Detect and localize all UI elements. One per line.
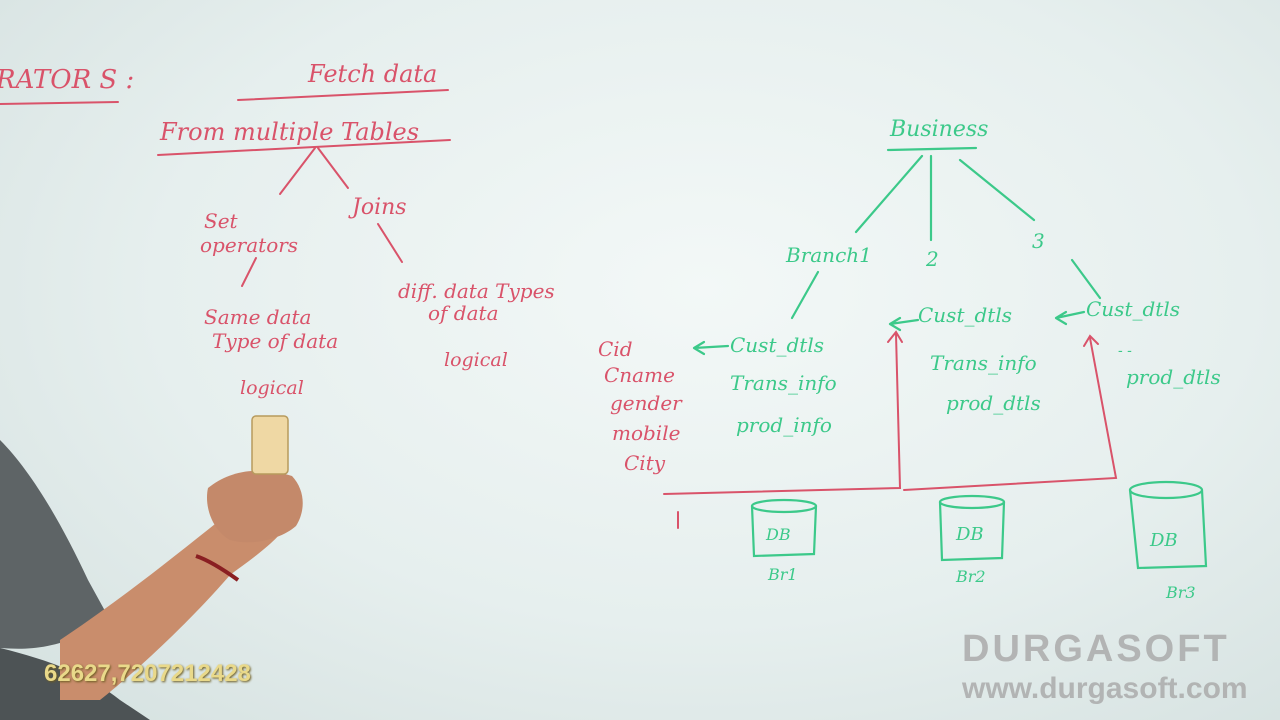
branch-line-set (279, 147, 316, 195)
branch-3-label: 3 (1032, 229, 1045, 253)
col3-item-1: Cust_dtls (1086, 297, 1180, 321)
col-cid: Cid (598, 337, 633, 361)
db-cylinder-3: DB Br3 (1128, 480, 1208, 602)
set-desc-line (241, 257, 257, 287)
joins-desc-2: of data (428, 301, 499, 325)
root-business: Business (889, 117, 988, 142)
col1-item-3: prod_info (736, 413, 832, 437)
left-diagram: RATOR S : Fetch data From multiple Table… (0, 60, 555, 399)
db-label-3: DB (1149, 530, 1178, 551)
heading-underline (0, 101, 119, 105)
set-label-1: Set (204, 209, 239, 233)
arrow-to-columns (692, 340, 730, 356)
col-gender: gender (610, 391, 683, 415)
set-label-2: operators (200, 233, 298, 257)
db-caption-1: Br1 (767, 565, 798, 584)
presenter-arm (60, 508, 290, 700)
joins-label: Joins (348, 195, 407, 220)
arrow-col2 (888, 316, 920, 332)
title-underline (157, 139, 451, 156)
branch1-down (790, 270, 820, 320)
col-city: City (624, 451, 666, 475)
heading-fragment: RATOR S : (0, 65, 134, 95)
boundary-1 (663, 333, 902, 495)
title-line2: From multiple Tables (159, 118, 419, 146)
col-cname: Cname (604, 363, 675, 387)
set-desc-1: Same data (204, 305, 311, 329)
branch-2-label: 2 (925, 247, 939, 271)
db-caption-2: Br2 (955, 567, 986, 586)
db-caption-3: Br3 (1165, 583, 1196, 602)
boundary-2-arrowhead (1083, 334, 1099, 347)
arrow-col3 (1054, 310, 1086, 326)
title-line1: Fetch data (307, 60, 437, 88)
duster (251, 415, 289, 475)
col1-item-2: Trans_info (730, 371, 837, 395)
db-label-2: DB (955, 524, 984, 545)
db-label-1: DB (765, 525, 791, 544)
title-divider (237, 89, 449, 101)
root-underline (886, 146, 978, 152)
col2-item-3: prod_dtls (946, 391, 1041, 415)
boundary-2 (903, 337, 1118, 491)
right-diagram: Business Branch1 2 3 Cust_dtls Trans_inf… (598, 117, 1221, 602)
branch3-down (1070, 258, 1102, 300)
phone-number: 62627,7207212428 (44, 660, 251, 687)
col3-dots: - - (1118, 343, 1132, 359)
db-cylinder-1: DB Br1 (750, 498, 818, 584)
joins-desc-1: diff. data Types (398, 279, 555, 303)
set-desc-2: Type of data (212, 329, 338, 353)
boundary-1-arrowhead (887, 330, 903, 343)
presenter-shirt (0, 440, 110, 649)
set-logical: logical (240, 377, 304, 399)
branch-1-label: Branch1 (785, 243, 872, 267)
branch-line-joins (317, 147, 349, 189)
col2-item-2: Trans_info (930, 351, 1037, 375)
col1-item-1: Cust_dtls (730, 333, 824, 357)
root-to-branch1 (854, 154, 924, 234)
db-cylinder-2: DB Br2 (938, 494, 1006, 586)
presenter-hand (206, 470, 303, 543)
website-watermark: www.durgasoft.com (962, 672, 1248, 705)
col3-item-2: prod_dtls (1126, 365, 1221, 389)
presenter-wristband (195, 554, 240, 582)
joins-logical: logical (444, 349, 508, 371)
brand-watermark: DURGASOFT (962, 628, 1230, 670)
joins-desc-line (377, 223, 403, 263)
root-to-branch3 (958, 158, 1036, 222)
col2-item-1: Cust_dtls (918, 303, 1012, 327)
presenter (0, 415, 303, 720)
col-mobile: mobile (612, 421, 680, 445)
